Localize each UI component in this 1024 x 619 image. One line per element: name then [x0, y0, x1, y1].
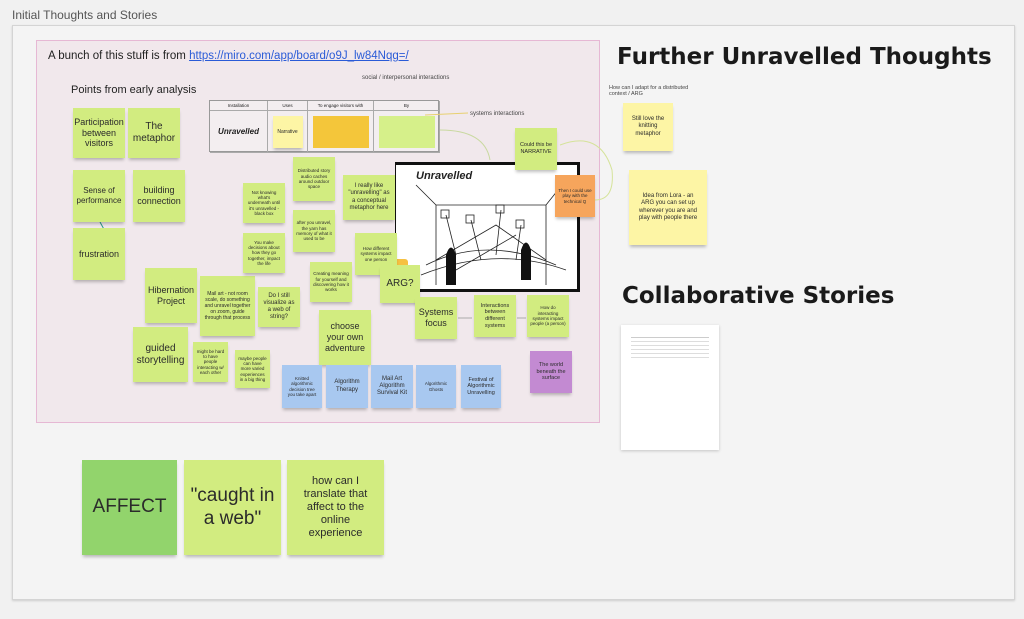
sticky-note[interactable]: "caught in a web"	[184, 460, 281, 555]
sticky-note[interactable]: guided storytelling	[133, 327, 188, 382]
sticky-note[interactable]: Participation between visitors	[73, 108, 125, 158]
heading-collaborative-stories: Collaborative Stories	[622, 283, 895, 309]
sticky-note[interactable]: Still love the knitting metaphor	[623, 103, 673, 151]
sticky-note[interactable]: might be hard to have people interacting…	[193, 342, 228, 382]
table-cell-uses: Narrative	[268, 111, 308, 153]
unravelled-sketch-image[interactable]: Unravelled	[395, 162, 580, 292]
sticky-note[interactable]: I really like "unravelling" as a concept…	[343, 175, 395, 220]
sticky-note[interactable]: Festival of Algorithmic Unravelling	[461, 365, 501, 408]
sticky-note[interactable]: Mail Art Algorithm Survival Kit	[371, 365, 413, 408]
sticky-note[interactable]: ARG?	[380, 265, 420, 303]
sticky-note[interactable]: after you unravel, the yarn has memory o…	[293, 210, 335, 252]
sticky-note[interactable]: Then I could use play with the technical…	[555, 175, 595, 217]
sticky-note[interactable]: Algorithmic Ghosts	[416, 365, 456, 408]
sticky-note[interactable]: The metaphor	[128, 108, 180, 158]
systems-label: systems interactions	[470, 111, 525, 117]
table-cell-engage	[308, 111, 374, 153]
connector-arrow	[439, 129, 491, 161]
sticky-note[interactable]: Sense of performance	[73, 170, 125, 222]
sticky-note[interactable]: The world beneath the surface	[530, 351, 572, 393]
story-document[interactable]	[621, 325, 719, 450]
sticky-note[interactable]: how can I translate that affect to the o…	[287, 460, 384, 555]
table-header: Uses	[268, 101, 308, 111]
image-title: Unravelled	[416, 170, 473, 182]
sketch-drawing	[415, 179, 567, 285]
connector-arrow	[424, 112, 469, 116]
table-cell-installation: Unravelled	[210, 111, 268, 153]
sticky-note[interactable]: Systems focus	[415, 297, 457, 339]
source-link[interactable]: https://miro.com/app/board/o9J_lw84Nqg=/	[189, 50, 409, 62]
table-header: To engage visitors with	[308, 101, 374, 111]
points-heading: Points from early analysis	[71, 84, 197, 96]
sticky-by[interactable]	[378, 115, 435, 148]
sticky-note[interactable]: You make decisions about how they go tog…	[243, 233, 285, 273]
table-header: By	[374, 101, 440, 111]
table-header: Installation	[210, 101, 268, 111]
sticky-note[interactable]: Distributed story audio caches around ou…	[293, 157, 335, 201]
sticky-note[interactable]: maybe people can have more varied experi…	[235, 350, 270, 388]
sticky-note[interactable]: building connection	[133, 170, 185, 222]
connector-arrow	[559, 140, 613, 201]
sticky-note[interactable]: choose your own adventure	[319, 310, 371, 365]
heading-further-thoughts: Further Unravelled Thoughts	[617, 44, 992, 70]
sticky-note[interactable]: Idea from Lora - an ARG you can set up w…	[629, 170, 707, 245]
sticky-note[interactable]: AFFECT	[82, 460, 177, 555]
source-prefix: A bunch of this stuff is from	[48, 50, 190, 62]
installation-table[interactable]: Installation Uses To engage visitors wit…	[209, 100, 440, 153]
sticky-engage[interactable]	[312, 115, 369, 148]
table-cell-by	[374, 111, 440, 153]
source-line: A bunch of this stuff is from https://mi…	[48, 50, 409, 62]
board-title: Initial Thoughts and Stories	[12, 8, 158, 22]
sticky-note[interactable]: Hibernation Project	[145, 268, 197, 323]
sticky-note[interactable]: Knitted algorithmic decision tree you ta…	[282, 365, 322, 408]
sticky-note[interactable]: Algorithm Therapy	[326, 365, 368, 408]
sticky-narrative[interactable]: Narrative	[272, 115, 303, 148]
sticky-note[interactable]: frustration	[73, 228, 125, 280]
document-text-lines	[631, 337, 709, 338]
social-label: social / interpersonal interactions	[362, 75, 450, 81]
sticky-note[interactable]: Could this be NARRATIVE	[515, 128, 557, 170]
sticky-note[interactable]: Not knowing what's underneath until it's…	[243, 183, 285, 223]
sticky-note[interactable]: How do interacting systems impact people…	[527, 295, 569, 337]
sticky-note[interactable]: Creating meaning for yourself and discov…	[310, 262, 352, 302]
distributed-question: How can I adapt for a distributed contex…	[609, 85, 689, 97]
sticky-note[interactable]: Do I still visualize as a web of string?	[258, 287, 300, 327]
sticky-note[interactable]: Mail art - not room scale, do something …	[200, 276, 255, 336]
sticky-note[interactable]: Interactions between different systems	[474, 295, 516, 337]
